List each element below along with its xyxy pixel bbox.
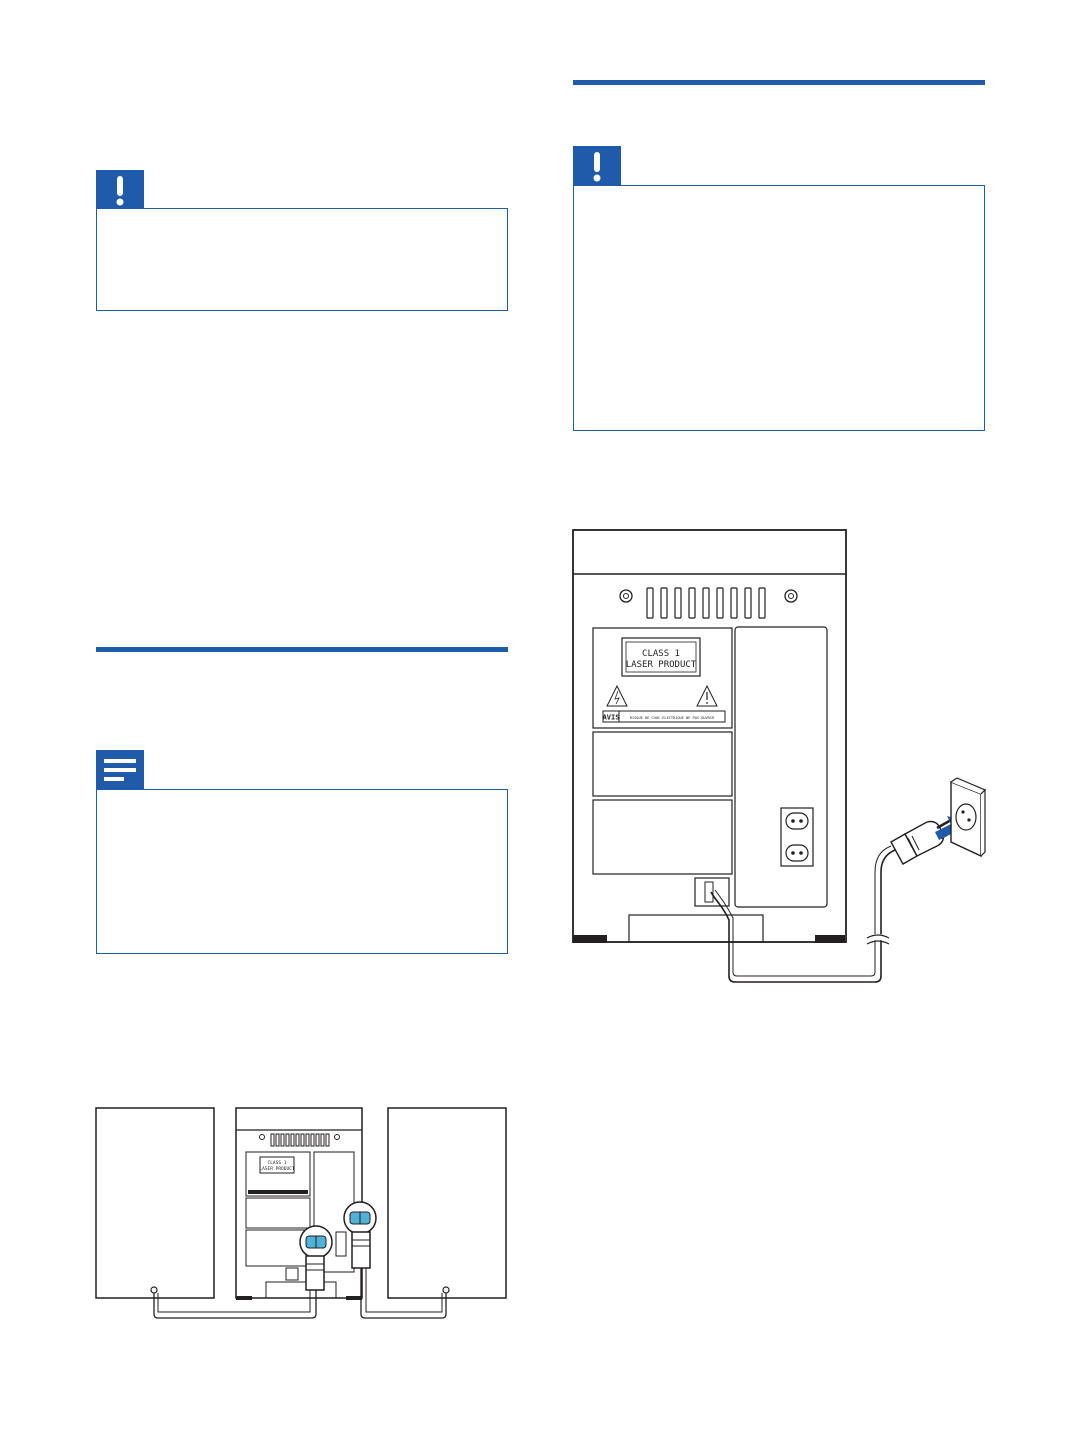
speaker-fig-laser-label-2: LASER PRODUCT — [259, 1166, 295, 1172]
laser-label-line1: CLASS 1 — [642, 649, 680, 659]
right-speaker — [387, 1107, 507, 1299]
left-speaker-cable-inner — [157, 1290, 311, 1313]
note-box-left — [96, 789, 508, 954]
laser-label-line2: LASER PRODUCT — [626, 660, 697, 670]
section-rule-left — [96, 647, 508, 652]
note-tab-left — [96, 750, 144, 790]
wall-socket — [950, 777, 987, 858]
power-connection-illustration: CLASS 1 LASER PRODUCT AVIS RISQUE DE CHO… — [572, 529, 987, 983]
power-cord-inner — [714, 845, 892, 977]
power-plug — [890, 818, 956, 865]
speaker-connection-illustration: CLASS 1 LASER PRODUCT — [95, 1107, 507, 1319]
main-unit-back: CLASS 1 LASER PRODUCT — [235, 1107, 363, 1300]
main-unit-back-large: CLASS 1 LASER PRODUCT AVIS RISQUE DE CHO… — [572, 529, 847, 943]
speaker-fig-laser-label-1: CLASS 1 — [268, 1160, 287, 1166]
left-speaker-terminal — [150, 1286, 158, 1294]
right-speaker-connector — [335, 1201, 377, 1269]
avis-label: AVIS — [603, 714, 620, 722]
left-speaker — [95, 1107, 215, 1299]
left-speaker-connector — [299, 1225, 333, 1291]
caution-tab-left — [96, 170, 144, 210]
exclamation-icon — [116, 176, 124, 206]
right-speaker-cable — [360, 1268, 447, 1319]
power-cord — [710, 849, 896, 983]
shock-warning-triangle-icon — [606, 684, 628, 707]
caution-tab-right — [573, 146, 621, 186]
note-lines-icon — [104, 759, 136, 781]
caution-box-right — [573, 185, 985, 431]
right-speaker-cable-inner — [365, 1268, 443, 1313]
right-speaker-terminal — [442, 1286, 450, 1294]
attention-warning-triangle-icon — [696, 684, 718, 707]
section-rule-right — [573, 80, 985, 85]
left-speaker-cable — [153, 1290, 317, 1319]
avis-text: RISQUE DE CHOC ELECTRIQUE NE PAS OUVRIR — [630, 716, 715, 720]
exclamation-icon — [593, 152, 601, 182]
caution-box-left — [96, 208, 508, 311]
